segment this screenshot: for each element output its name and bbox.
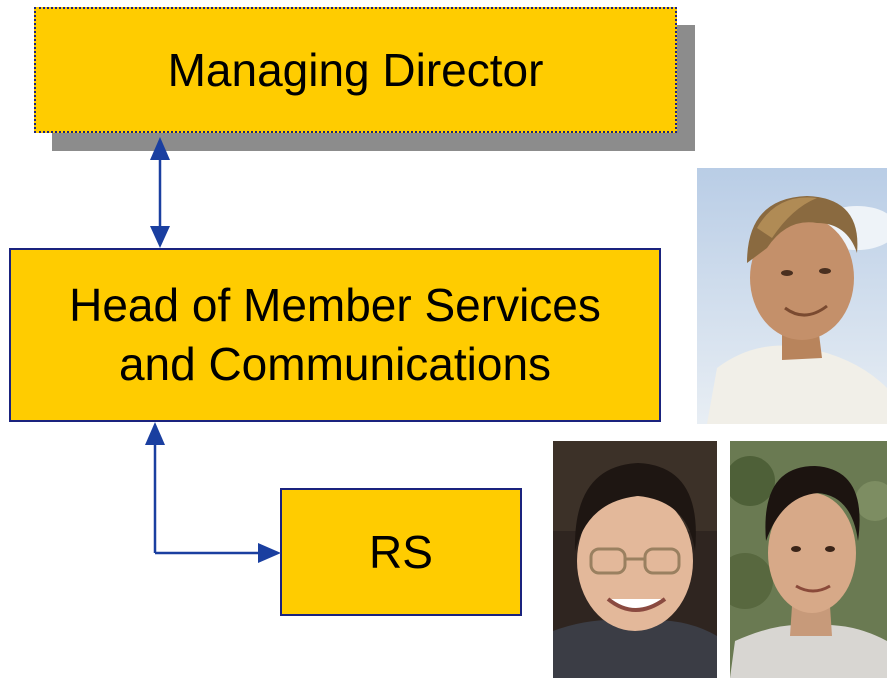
head-of-member-services-box: Head of Member Services and Communicatio… [9,248,661,422]
managing-director-box: Managing Director [34,7,677,133]
arrowhead-down-icon [150,226,170,248]
man-portrait-icon [730,441,887,678]
person-photo [730,441,887,678]
arrowhead-right-icon [258,543,281,563]
man-portrait-icon [553,441,717,678]
head-label-line1: Head of Member Services [69,279,601,332]
person-photo [697,168,887,424]
managing-director-label: Managing Director [167,44,544,96]
arrowhead-up-icon [145,422,165,445]
rs-label: RS [369,526,433,578]
rs-box: RS [280,488,522,616]
man-portrait-icon [697,168,887,424]
person-photo [553,441,717,678]
head-label-line2: and Communications [118,338,552,390]
